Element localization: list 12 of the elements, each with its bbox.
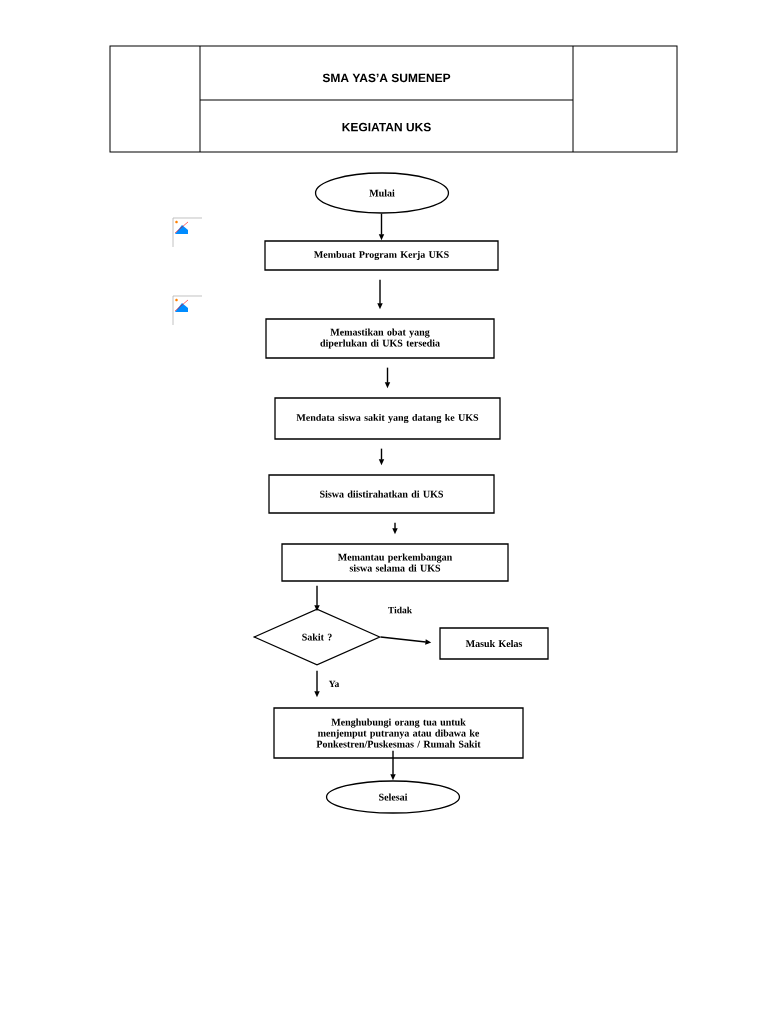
edge-label: Tidak xyxy=(386,605,414,615)
process-box: Mendata siswa sakit yang datang ke UKS xyxy=(274,397,501,440)
edge-label: Ya xyxy=(327,679,341,689)
label: KEGIATAN UKS xyxy=(342,122,431,132)
process-box: Menghubungi orang tua untuk menjemput putranya atau dibawa ke Ponkestren/Puskesmas / Rumah Sakit xyxy=(273,707,524,759)
header-table: SMA YAS’A SUMENEP KEGIATAN UKS xyxy=(109,45,678,153)
process-box: Memantau perkembangan siswa selama di UKS xyxy=(281,543,509,582)
process-box: Siswa diistirahatkan di UKS xyxy=(268,474,495,514)
diagram-title: SMA YAS’A SUMENEP xyxy=(322,73,451,83)
process-box: Membuat Program Kerja UKS xyxy=(264,240,499,271)
process-box: Memastikan obat yang diperlukan di UKS tersedia xyxy=(265,318,495,359)
process-box: Masuk Kelas xyxy=(439,627,549,660)
